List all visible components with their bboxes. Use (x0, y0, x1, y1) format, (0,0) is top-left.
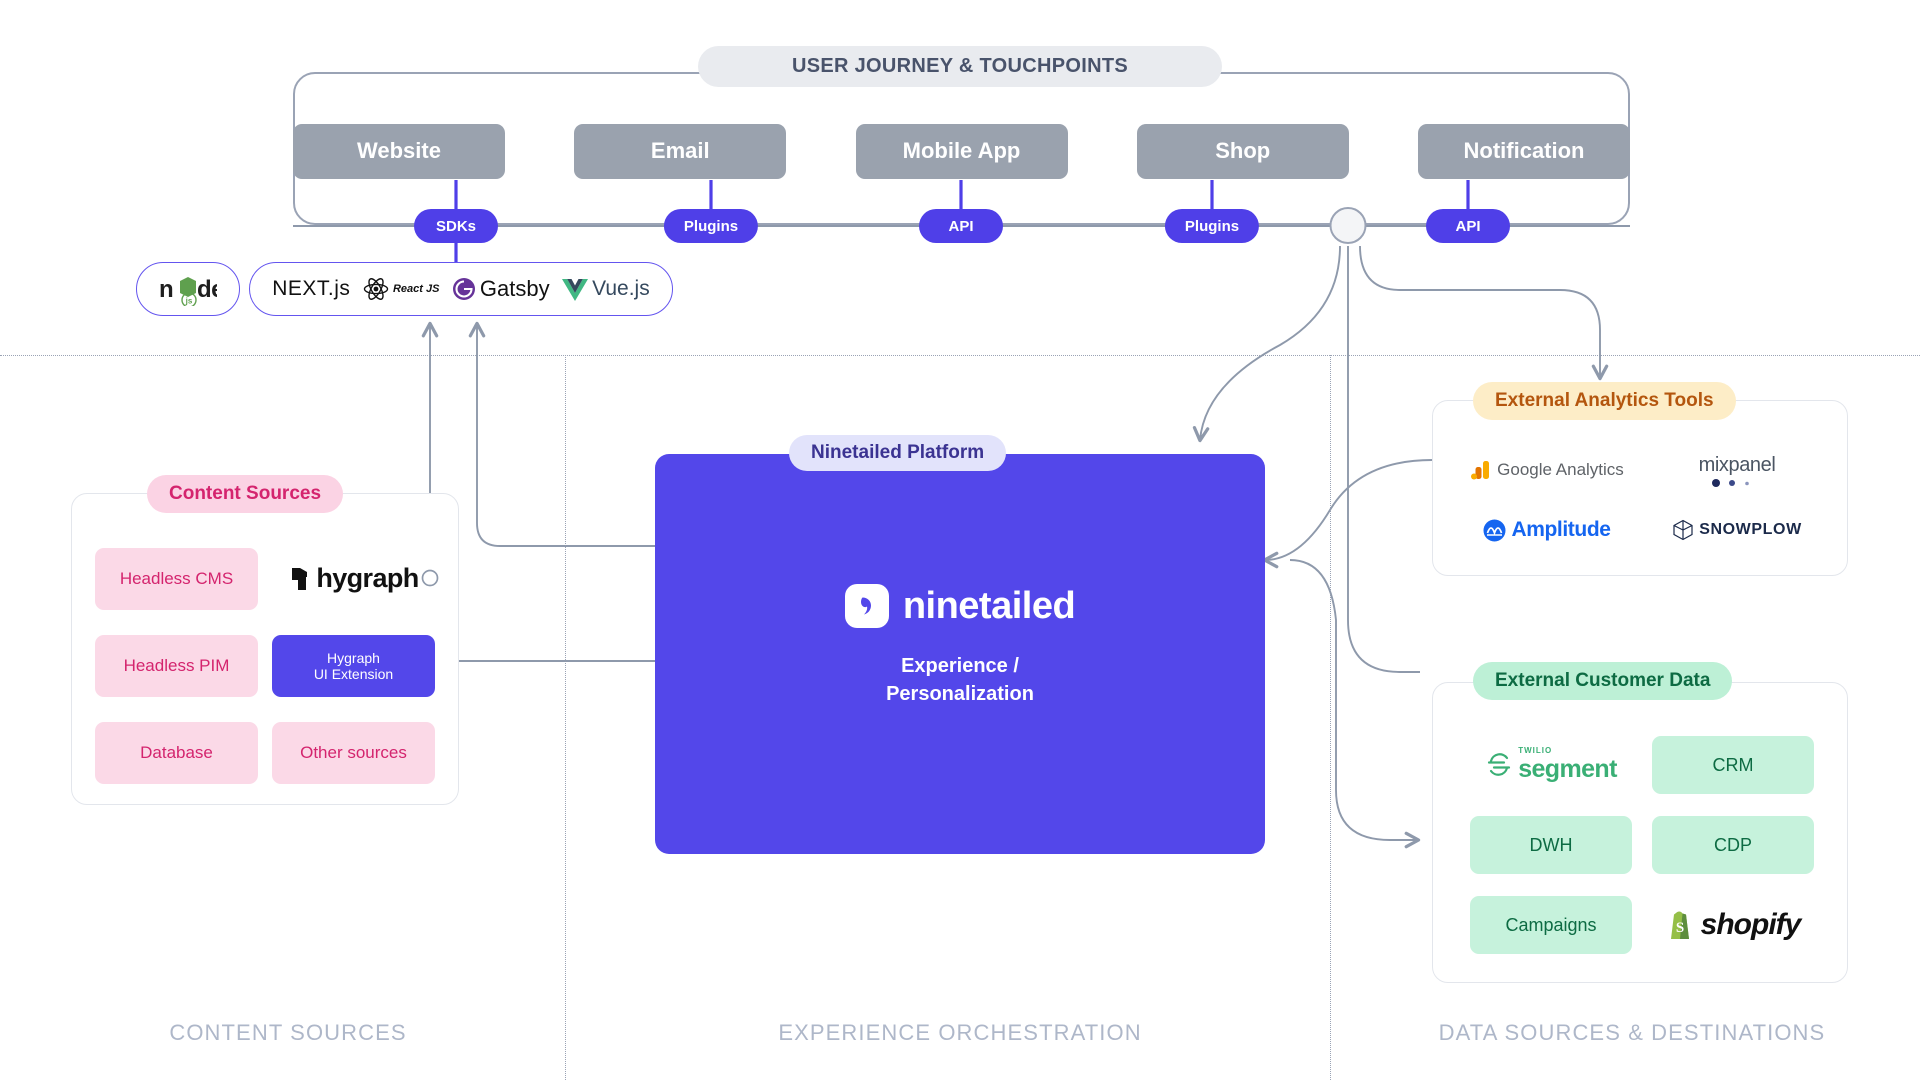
connector-pill-api-mobile[interactable]: API (919, 209, 1003, 243)
shopify-icon: S (1670, 911, 1689, 939)
hygraph-connector-node[interactable] (420, 568, 442, 590)
nodejs-logo: n de js (159, 272, 217, 306)
user-journey-title: USER JOURNEY & TOUCHPOINTS (698, 46, 1222, 87)
external-analytics-title: External Analytics Tools (1473, 382, 1736, 420)
hygraph-icon (292, 567, 308, 590)
mixpanel-dots-icon (1712, 478, 1749, 487)
connector-pill-sdks[interactable]: SDKs (414, 209, 498, 243)
ninetailed-platform-panel: ninetailed Experience / Personalization (655, 454, 1265, 854)
chip-campaigns[interactable]: Campaigns (1470, 896, 1632, 954)
content-sources-title: Content Sources (147, 475, 344, 513)
touchpoint-website[interactable]: Website (293, 123, 505, 179)
logo-shopify[interactable]: S shopify (1652, 896, 1814, 954)
framework-gatsby[interactable]: Gatsby (452, 276, 550, 302)
connector-pill-api-notification[interactable]: API (1426, 209, 1510, 243)
caption-experience-orchestration: EXPERIENCE ORCHESTRATION (778, 1020, 1142, 1045)
segment-sup-label: TWILIO (1518, 745, 1553, 755)
ninetailed-wordmark: ninetailed (902, 584, 1076, 627)
connector-pill-plugins-email[interactable]: Plugins (663, 209, 759, 243)
connector-pill-plugins-shop[interactable]: Plugins (1164, 209, 1260, 243)
connection-hub-node[interactable] (1329, 207, 1367, 244)
platform-subtitle: Experience / Personalization (655, 652, 1265, 709)
chip-cdp[interactable]: CDP (1652, 816, 1814, 874)
chip-headless-pim[interactable]: Headless PIM (95, 635, 258, 697)
analytics-logos-grid: Google Analytics mixpanel Amplitude (1452, 440, 1832, 560)
ninetailed-platform-title: Ninetailed Platform (789, 435, 1007, 471)
framework-react[interactable]: React JS (363, 277, 439, 301)
section-divider-right (1330, 355, 1331, 1080)
logo-mixpanel[interactable]: mixpanel (1699, 454, 1776, 487)
connector-pills-row: SDKs Plugins API Plugins API (293, 209, 1630, 245)
svg-text:n: n (159, 276, 173, 303)
external-customer-data-title: External Customer Data (1473, 662, 1733, 700)
ninetailed-mark-icon (844, 584, 889, 628)
react-icon (363, 278, 389, 300)
caption-content-sources: CONTENT SOURCES (169, 1020, 407, 1045)
shopify-wordmark: shopify (1700, 908, 1802, 941)
chip-other-sources[interactable]: Other sources (272, 722, 435, 784)
svg-text:de: de (197, 276, 217, 303)
touchpoint-mobile-app[interactable]: Mobile App (855, 123, 1068, 179)
touchpoint-notification[interactable]: Notification (1418, 123, 1630, 179)
google-analytics-icon (1471, 461, 1490, 480)
amplitude-icon (1483, 519, 1506, 541)
caption-data-sources-destinations: DATA SOURCES & DESTINATIONS (1438, 1020, 1826, 1045)
chip-dwh[interactable]: DWH (1470, 816, 1632, 874)
customer-data-grid: TWILIO segment CRM DWH CDP Campaigns S s… (1470, 736, 1814, 958)
framework-vuejs[interactable]: Vue.js (562, 277, 650, 301)
frameworks-pill[interactable]: NEXT.js React JS Gatsby (249, 262, 673, 316)
hygraph-logo-cell[interactable]: hygraph (272, 548, 435, 610)
section-divider-left (565, 355, 566, 1080)
logo-google-analytics[interactable]: Google Analytics (1470, 459, 1624, 481)
chip-hygraph-ui-extension[interactable]: Hygraph UI Extension (272, 635, 435, 697)
nodejs-pill[interactable]: n de js (136, 262, 240, 316)
svg-text:S: S (1675, 920, 1683, 936)
chip-database[interactable]: Database (95, 722, 258, 784)
chip-headless-cms[interactable]: Headless CMS (95, 548, 258, 610)
content-sources-grid: Headless CMS hygraph Headless PIM Hygrap… (95, 548, 435, 784)
logo-amplitude[interactable]: Amplitude (1483, 518, 1611, 542)
touchpoints-row: Website Email Mobile App Shop Notificati… (293, 122, 1630, 180)
segment-icon (1488, 753, 1511, 776)
logo-twilio-segment[interactable]: TWILIO segment (1470, 736, 1632, 794)
svg-text:js: js (185, 297, 193, 306)
section-divider-horizontal (0, 355, 1920, 356)
segment-wordmark: segment (1518, 754, 1617, 783)
gatsby-icon (452, 278, 475, 300)
chip-crm[interactable]: CRM (1652, 736, 1814, 794)
framework-nextjs[interactable]: NEXT.js (272, 277, 351, 300)
platform-subtitle-line2: Personalization (886, 683, 1034, 706)
touchpoint-email[interactable]: Email (574, 123, 787, 179)
hygraph-ui-extension-label: Hygraph UI Extension (313, 649, 394, 682)
logo-snowplow[interactable]: SNOWPLOW (1672, 519, 1802, 541)
snowplow-icon (1673, 519, 1693, 541)
vue-icon (562, 278, 589, 301)
touchpoint-shop[interactable]: Shop (1136, 123, 1349, 179)
platform-subtitle-line1: Experience / (901, 655, 1019, 677)
ninetailed-logo: ninetailed (655, 584, 1265, 628)
